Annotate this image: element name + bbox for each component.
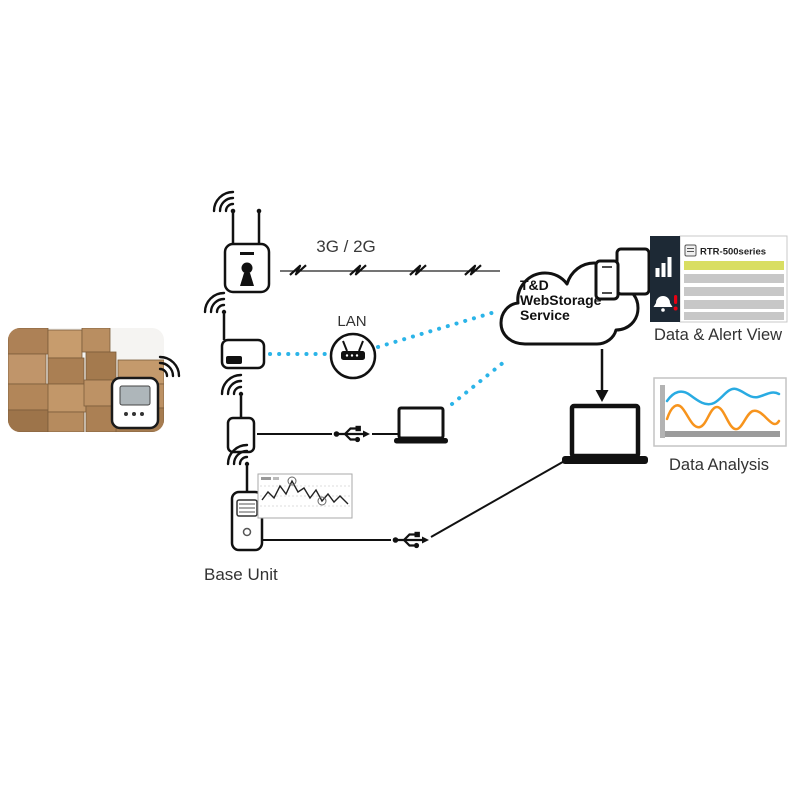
chart-x-axis xyxy=(665,431,780,437)
data-row xyxy=(684,287,784,296)
cloud-label-line1: T&D xyxy=(520,277,549,293)
router-icon xyxy=(341,340,365,360)
mini-chart-panel xyxy=(257,473,353,519)
warehouse-logger xyxy=(110,376,160,430)
alert-bell-icon xyxy=(653,295,678,312)
wifi-signal-icon xyxy=(203,291,226,314)
data-analysis-label: Data Analysis xyxy=(669,456,769,474)
laptop-icon xyxy=(569,403,641,459)
data-alert-view-panel: RTR-500series xyxy=(650,235,788,323)
wifi-signal-icon xyxy=(158,355,181,378)
data-row xyxy=(684,300,784,309)
usb-icon xyxy=(333,425,370,443)
alert-exclamation xyxy=(674,295,678,304)
wifi-signal-icon xyxy=(220,373,243,396)
bar-chart-icon xyxy=(655,257,672,277)
highlight-row xyxy=(684,261,784,270)
data-alert-view-label: Data & Alert View xyxy=(654,326,782,344)
cloud-label-line3: Service xyxy=(520,307,570,323)
dotted-links xyxy=(268,310,506,406)
warehouse-photo xyxy=(8,328,164,432)
link-laptop-to-cloud xyxy=(450,360,506,406)
data-row xyxy=(684,274,784,283)
analysis-pc xyxy=(562,403,648,464)
cloud-label-line2: WebStorage xyxy=(520,292,602,308)
tablet-icon xyxy=(615,247,651,296)
wifi-signal-icon xyxy=(212,190,235,213)
lan-label: LAN xyxy=(337,313,366,330)
mobile-base-unit xyxy=(223,208,271,294)
lan-router xyxy=(329,332,377,380)
arrow-down-icon xyxy=(595,349,609,402)
cardboard-boxes xyxy=(8,328,164,432)
lightning-icon xyxy=(289,264,482,276)
device-series-label: RTR-500series xyxy=(700,247,766,258)
device-thumb-icon xyxy=(684,244,697,257)
chart-line-blue xyxy=(665,387,781,406)
handheld-base-unit xyxy=(230,461,264,552)
usb-icon xyxy=(392,531,429,549)
cable-to-pc xyxy=(430,458,569,538)
base-unit-label: Base Unit xyxy=(204,565,278,584)
usb-base-unit xyxy=(226,391,256,454)
data-row xyxy=(684,312,784,320)
wifi-signal-icon xyxy=(226,443,249,466)
laptop-icon xyxy=(394,406,448,444)
smartphone-icon xyxy=(594,259,620,301)
chart-y-axis xyxy=(660,385,665,438)
chart-line-orange xyxy=(665,404,781,431)
mobile-devices xyxy=(594,247,651,301)
network-label: 3G / 2G xyxy=(316,237,376,256)
link-router-to-cloud xyxy=(376,310,497,349)
data-analysis-panel xyxy=(653,377,787,447)
lan-base-unit xyxy=(220,309,266,370)
